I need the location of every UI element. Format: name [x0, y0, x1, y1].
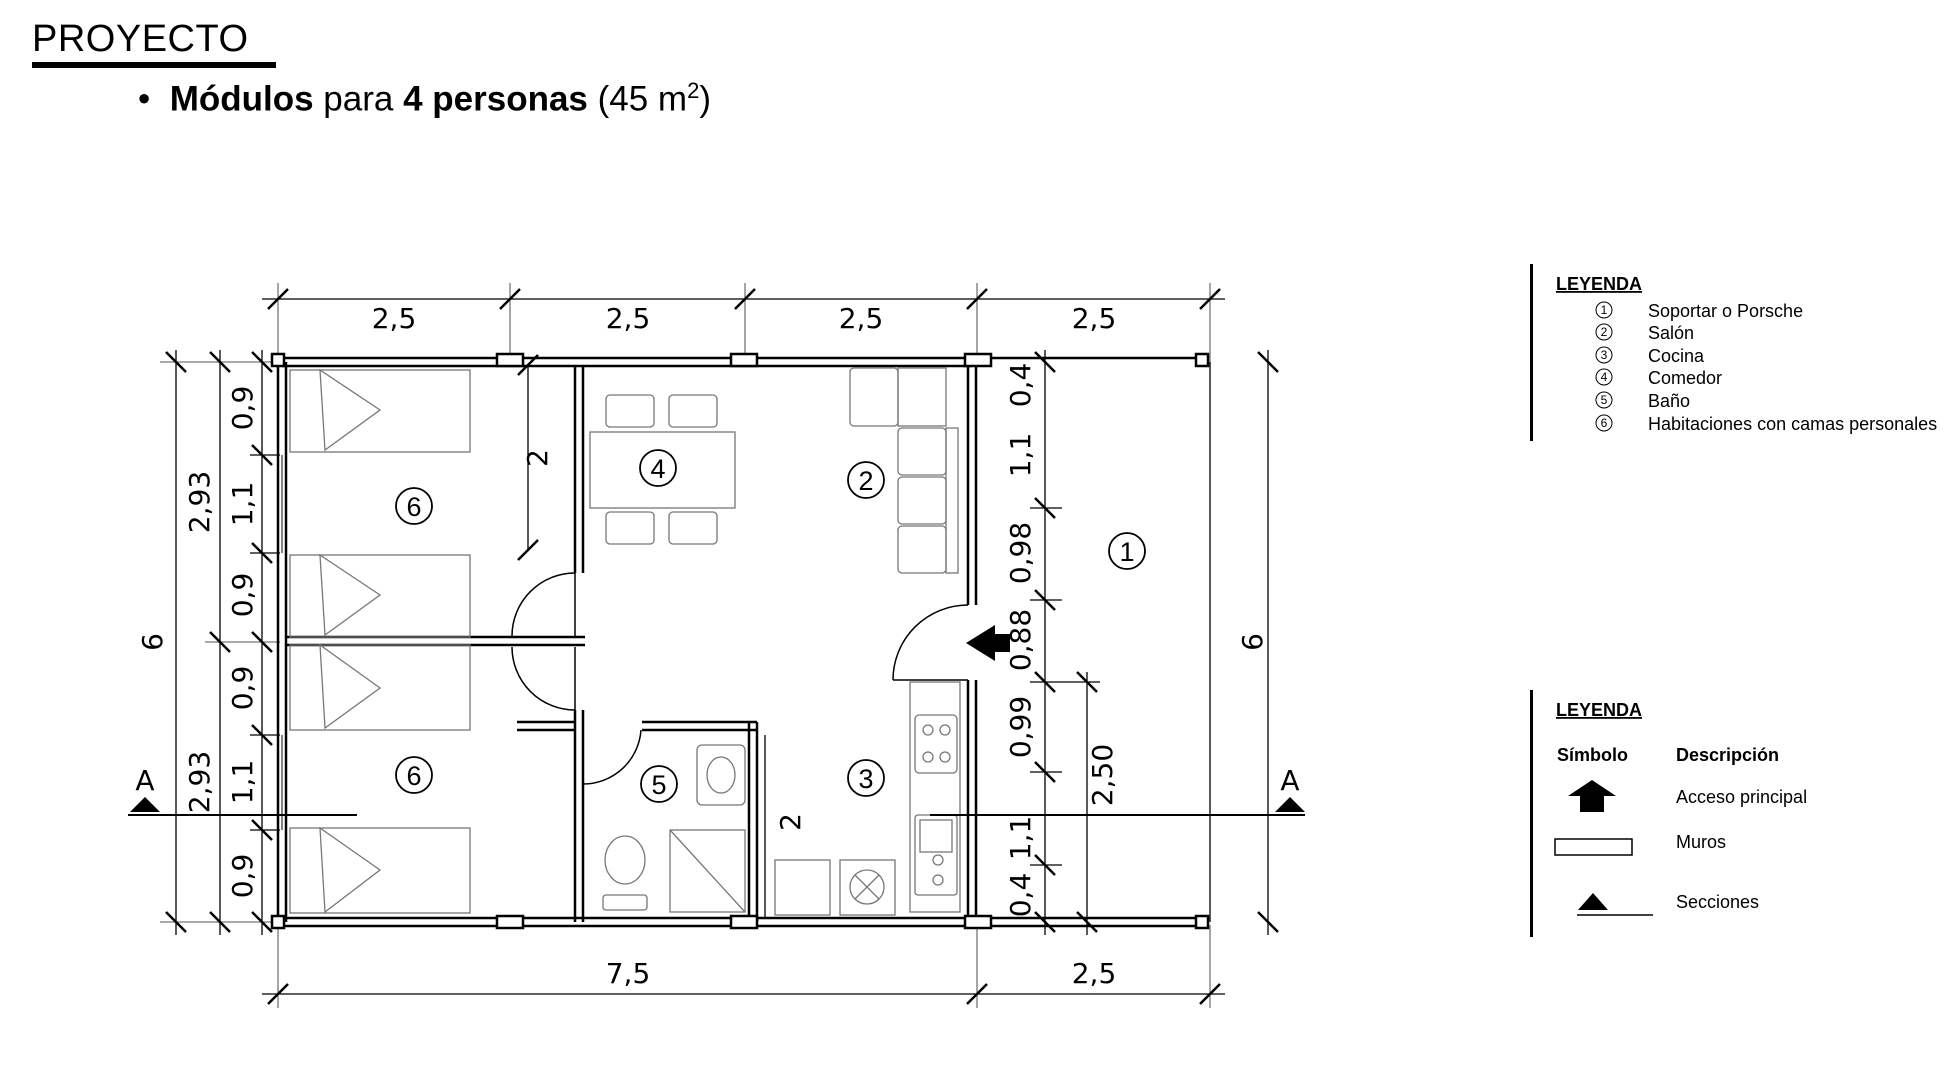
interior-dim: 0,4 — [1004, 363, 1037, 408]
legend-rooms: LEYENDA 1 2 3 4 5 6 Soportar o Porsche S… — [1530, 264, 1937, 441]
legend-symbols-title: LEYENDA — [1556, 700, 1642, 720]
interior-dim: 0,88 — [1004, 609, 1037, 671]
walls — [276, 356, 1211, 928]
bottom-dimension-line — [262, 925, 1225, 1008]
legend-item-living: Salón — [1648, 323, 1694, 343]
top-dim-4: 2,5 — [1072, 302, 1117, 335]
left-dim-seg: 0,9 — [226, 854, 259, 899]
section-marker-icon — [130, 797, 160, 812]
dining-table — [589, 431, 736, 509]
top-dimension-line — [262, 283, 1225, 365]
legend-item-kitchen: Cocina — [1648, 346, 1705, 366]
left-dim-total: 6 — [136, 633, 169, 651]
left-dim-seg: 0,9 — [226, 573, 259, 618]
kitchen-dim-label: 2 — [774, 813, 807, 831]
left-dim-seg: 0,9 — [226, 666, 259, 711]
legend-num: 1 — [1601, 303, 1608, 317]
subtitle-persons: 4 personas — [403, 79, 588, 119]
bottom-dim-1: 7,5 — [606, 957, 651, 990]
left-dim-seg: 1,1 — [226, 482, 259, 527]
access-arrow-icon — [1568, 780, 1616, 812]
legend-num: 3 — [1601, 348, 1608, 362]
left-dimension-lines — [160, 350, 280, 935]
wall-swatch-icon — [1554, 838, 1633, 856]
legend-num: 5 — [1601, 393, 1608, 407]
room-label-living: 2 — [858, 466, 873, 496]
section-marker-icon — [1578, 893, 1608, 910]
legend-description-header: Descripción — [1676, 745, 1779, 765]
page-subtitle: • Módulos para 4 personas (45 m2) — [138, 78, 711, 120]
bed — [289, 369, 471, 453]
bottom-dim-2: 2,5 — [1072, 957, 1117, 990]
bed — [289, 644, 471, 731]
room-label-dining: 4 — [650, 454, 665, 484]
left-dim-seg: 0,9 — [226, 386, 259, 431]
room-label-kitchen: 3 — [858, 764, 873, 794]
porch-dim: 2,50 — [1086, 744, 1119, 806]
room-label-bath: 5 — [651, 770, 666, 800]
legend-symbol-header: Símbolo — [1557, 745, 1628, 765]
armchair — [849, 367, 899, 427]
legend-rooms-title: LEYENDA — [1556, 274, 1642, 294]
subtitle-area-exponent: 2 — [687, 78, 700, 103]
columns — [270, 352, 1210, 930]
right-dimension-lines — [1030, 350, 1279, 935]
doors — [511, 572, 969, 785]
subtitle-connector: para — [313, 79, 404, 119]
interior-dim: 0,98 — [1004, 522, 1037, 584]
legend-num: 6 — [1601, 416, 1608, 430]
legend-item-bedrooms: Habitaciones con camas personales — [1648, 414, 1937, 434]
section-marker-icon — [1275, 797, 1305, 812]
legend-num: 4 — [1601, 370, 1608, 384]
bullet: • — [138, 79, 170, 119]
legend-item-porch: Soportar o Porsche — [1648, 301, 1803, 321]
room-label-bedroom: 6 — [406, 761, 421, 791]
furniture — [289, 367, 961, 916]
left-dim-half-1: 2,93 — [183, 471, 216, 533]
interior-dim: 0,4 — [1004, 873, 1037, 918]
title-underline — [32, 62, 276, 68]
top-dim-2: 2,5 — [606, 302, 651, 335]
legend-sections: Secciones — [1676, 892, 1759, 912]
interior-dim: 1,1 — [1004, 433, 1037, 478]
top-dim-3: 2,5 — [839, 302, 884, 335]
legend-item-dining: Comedor — [1648, 368, 1722, 388]
interior-dim: 0,99 — [1004, 696, 1037, 758]
legend-access: Acceso principal — [1676, 787, 1807, 807]
legend-item-bath: Baño — [1648, 391, 1690, 411]
section-label-left: A — [135, 764, 154, 797]
room-label-porch: 1 — [1119, 537, 1134, 567]
legend-symbols: LEYENDA Símbolo Descripción Acceso princ… — [1530, 690, 1807, 937]
right-dim-total: 6 — [1236, 633, 1269, 651]
main-access-arrow-icon — [966, 625, 1010, 661]
left-dim-seg: 1,1 — [226, 760, 259, 805]
interior-dim: 1,1 — [1004, 816, 1037, 861]
room-markers — [395, 449, 1146, 803]
bed — [289, 827, 471, 914]
corridor-dim-label: 2 — [521, 449, 554, 467]
subtitle-area: (45 m — [587, 79, 688, 119]
bed — [289, 554, 471, 638]
left-dim-half-2: 2,93 — [183, 751, 216, 813]
legend-walls: Muros — [1676, 832, 1726, 852]
section-label-right: A — [1280, 764, 1299, 797]
room-label-bedroom: 6 — [406, 492, 421, 522]
subtitle-close: ) — [699, 79, 711, 119]
legend-num: 2 — [1601, 325, 1608, 339]
subtitle-modules: Módulos — [169, 79, 314, 119]
top-dim-1: 2,5 — [372, 302, 417, 335]
page-title: PROYECTO — [32, 18, 249, 60]
